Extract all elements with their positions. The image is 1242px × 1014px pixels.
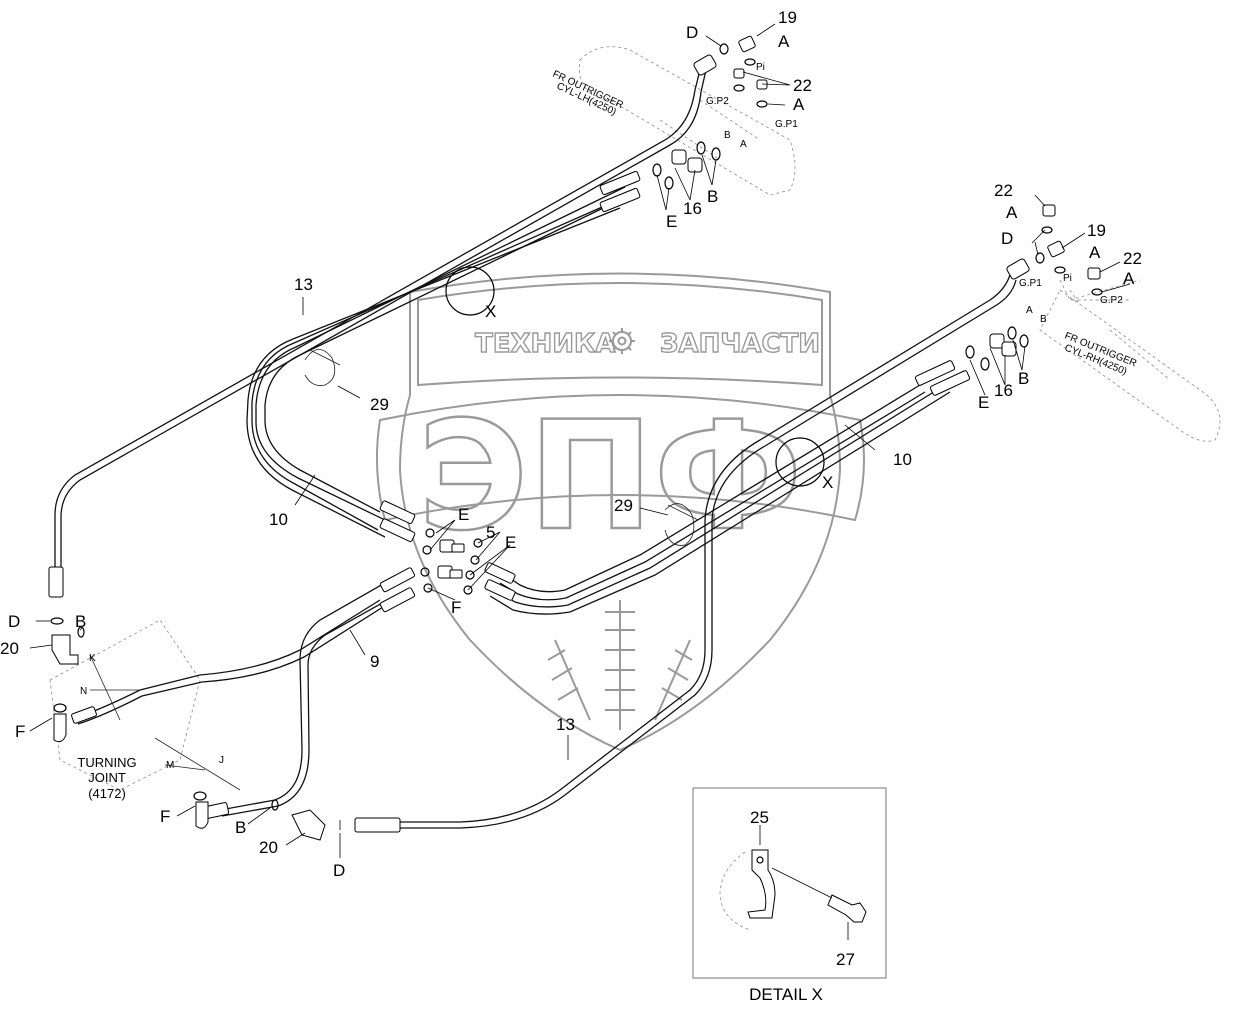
callout-19: 19: [778, 8, 797, 27]
hose-9: [74, 579, 394, 817]
callout-j: J: [219, 755, 224, 766]
callout-22: 22: [994, 181, 1013, 200]
callout-16: 16: [683, 199, 702, 218]
callout-e: E: [505, 533, 516, 552]
callout-b: B: [1018, 369, 1029, 388]
callout-a: A: [1123, 269, 1135, 288]
callouts-center: X X 13 29 10 10 29 E 5 E F 9 13: [269, 275, 912, 734]
callout-9: 9: [370, 652, 379, 671]
gear-icon: [609, 328, 635, 354]
callout-gp1: G.P1: [775, 119, 798, 130]
detail-x-caption: DETAIL X: [749, 985, 823, 1004]
callout-b: B: [75, 612, 86, 631]
callout-16: 16: [994, 381, 1013, 400]
leader-lines: [29, 23, 1131, 858]
hose-10-right: [489, 384, 951, 615]
callout-20: 20: [259, 838, 278, 857]
watermark-shield: [398, 272, 842, 752]
left-elbow-fittings: [50, 617, 341, 841]
callout-29: 29: [614, 496, 633, 515]
callout-d: D: [8, 612, 20, 631]
callouts-bottom-left: D B 20 K N F M J TURNING JOINT (4172): [0, 612, 224, 801]
callout-d: D: [686, 23, 698, 42]
callout-25: 25: [750, 808, 769, 827]
callout-b-small: B: [1040, 314, 1047, 325]
watermark-text-right: ЗАПЧАСТИ: [660, 329, 820, 359]
hose-10-left: [246, 186, 631, 538]
watermark: ТЕХНИКА ЗАПЧАСТИ ЭПФ: [375, 272, 865, 752]
callout-k: K: [89, 653, 96, 664]
turning-joint-label-2: JOINT: [88, 770, 126, 785]
callout-22: 22: [1123, 249, 1142, 268]
callouts-top-left: D 19 A Pi 22 G.P2 A G.P1 B A E 16 B FR O…: [551, 8, 812, 231]
callout-f: F: [451, 598, 461, 617]
bolt: [827, 894, 867, 923]
callout-a-small: A: [740, 139, 747, 150]
turning-joint-label-1: TURNING: [77, 755, 136, 770]
callout-a-small: A: [1026, 305, 1033, 316]
detail-x-frame: [692, 787, 887, 979]
callout-d: D: [1001, 229, 1013, 248]
watermark-text-left: ТЕХНИКА: [475, 329, 615, 359]
callout-gp2: G.P2: [706, 96, 729, 107]
callout-b: B: [707, 187, 718, 206]
callout-pi: Pi: [1063, 273, 1072, 284]
callout-m: M: [166, 760, 174, 771]
tee-fittings: [420, 528, 483, 595]
callout-d: D: [333, 861, 345, 880]
callout-e: E: [666, 212, 677, 231]
callout-e: E: [978, 393, 989, 412]
callout-a: A: [1089, 243, 1101, 262]
callout-b: B: [235, 818, 246, 837]
hose-13-lower: [400, 274, 1017, 829]
lh-cylinder-fittings: [652, 35, 768, 190]
callout-27: 27: [836, 950, 855, 969]
callout-20: 20: [0, 639, 19, 658]
callout-13: 13: [294, 275, 313, 294]
callout-a: A: [793, 95, 805, 114]
callout-5: 5: [486, 523, 495, 542]
wheat-ears: [547, 600, 693, 730]
callout-gp2: G.P2: [1100, 295, 1123, 306]
detail-x-panel: 25 27: [692, 787, 887, 979]
callout-10: 10: [269, 510, 288, 529]
callout-f: F: [160, 807, 170, 826]
callout-gp1: G.P1: [1019, 278, 1042, 289]
callout-n: N: [80, 686, 87, 697]
callout-29: 29: [370, 395, 389, 414]
turning-joint-outline: [49, 619, 201, 791]
callout-f: F: [15, 722, 25, 741]
callout-10: 10: [893, 450, 912, 469]
callout-x: X: [485, 302, 496, 321]
clamp-bracket: [747, 849, 776, 919]
callout-x: X: [822, 473, 833, 492]
callout-19: 19: [1087, 221, 1106, 240]
callout-pi: Pi: [756, 62, 765, 73]
callouts-top-right: 22 A 19 D A 22 A G.P1 Pi G.P2 A B E 16 B…: [978, 181, 1142, 412]
watermark-logo: ЭПФ: [418, 390, 802, 564]
callout-22: 22: [793, 76, 812, 95]
hose-end-fittings: [48, 54, 1030, 833]
turning-joint-label-3: (4172): [88, 786, 126, 801]
clamp-29-left: [304, 349, 341, 386]
detail-x-marker-left: [445, 266, 495, 316]
clamp-29-right: [664, 503, 699, 546]
callout-a: A: [778, 32, 790, 51]
callout-13: 13: [556, 715, 575, 734]
rh-outrigger-cylinder-outline: [1039, 279, 1221, 442]
lh-outrigger-cylinder-outline: [578, 46, 796, 196]
callout-e: E: [458, 505, 469, 524]
callout-a: A: [1006, 203, 1018, 222]
callout-b-small: B: [724, 130, 731, 141]
callouts-bottom: F B 20 D: [160, 807, 345, 880]
detail-x-marker-right: [775, 437, 825, 487]
